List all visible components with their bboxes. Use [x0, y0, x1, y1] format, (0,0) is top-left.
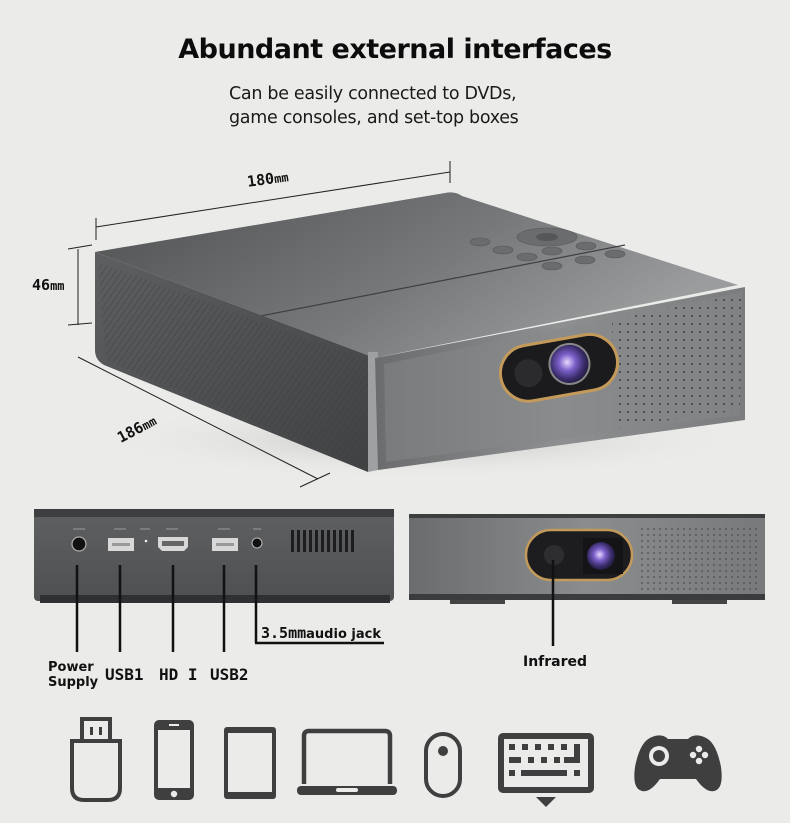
laptop-icon: [296, 728, 398, 800]
port-label-usb1: USB1: [105, 665, 144, 684]
smartphone-icon: [152, 718, 196, 802]
dimension-lines: [67, 161, 451, 488]
height-dimension-label: 46mm: [32, 276, 65, 294]
mouse-icon: [423, 731, 463, 799]
keyboard-icon: [496, 731, 596, 809]
gamepad-icon: [632, 733, 724, 795]
projector-illustration: [67, 161, 750, 488]
page-title: Abundant external interfaces: [178, 34, 612, 65]
tablet-icon: [222, 725, 278, 801]
port-label-power-supply: Power Supply: [48, 660, 99, 690]
port-label-hdmi: HD I: [159, 665, 198, 684]
infrared-callout-line: [551, 560, 555, 646]
infrared-label: Infrared: [523, 654, 588, 670]
rear-callout-lines: [75, 565, 384, 652]
front-panel-illustration: [409, 514, 765, 604]
subtitle: Can be easily connected to DVDs, game co…: [229, 82, 519, 130]
port-label-usb2: USB2: [210, 665, 249, 684]
port-label-audio-jack: 3.5mmaudio jack: [261, 624, 381, 642]
subtitle-line-2: game consoles, and set-top boxes: [229, 108, 519, 128]
usb-drive-icon: [66, 716, 126, 806]
rear-panel-illustration: [34, 509, 394, 603]
subtitle-line-1: Can be easily connected to DVDs,: [229, 84, 517, 104]
